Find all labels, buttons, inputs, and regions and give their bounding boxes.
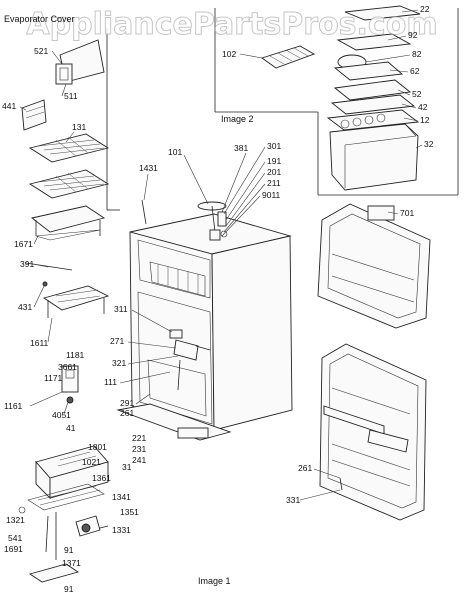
callout-1371: 1371 xyxy=(62,558,81,568)
callout-1691: 1691 xyxy=(4,544,23,554)
callout-1161: 1161 xyxy=(4,401,23,411)
machine-compartment xyxy=(18,445,109,583)
callout-12: 12 xyxy=(420,115,430,125)
callout-111: 111 xyxy=(104,377,117,387)
callout-441: 441 xyxy=(2,101,16,111)
callout-131: 131 xyxy=(72,122,86,132)
callout-261a: 261 xyxy=(120,408,134,418)
callout-4051: 4051 xyxy=(52,410,71,420)
callout-701: 701 xyxy=(400,208,414,218)
callout-92: 92 xyxy=(408,30,418,40)
callout-1671: 1671 xyxy=(14,239,33,249)
refrigerator-cabinet xyxy=(116,199,293,441)
callout-1801: 1801 xyxy=(88,442,107,452)
callout-241: 241 xyxy=(132,455,146,465)
callout-62: 62 xyxy=(410,66,420,76)
freezer-door xyxy=(317,203,431,329)
callout-91a: 91 xyxy=(64,545,74,555)
evaporator-cover xyxy=(55,39,105,85)
callout-91b: 91 xyxy=(64,584,74,594)
callout-381: 381 xyxy=(234,143,248,153)
callout-191: 191 xyxy=(267,156,281,166)
callout-31: 31 xyxy=(122,462,132,472)
callout-261b: 261 xyxy=(298,463,312,473)
callout-101: 101 xyxy=(168,147,182,157)
callout-541: 541 xyxy=(8,533,22,543)
callout-271: 271 xyxy=(110,336,124,346)
callout-201: 201 xyxy=(267,167,281,177)
watermark: AppliancePartsPros.com xyxy=(26,7,437,42)
callout-231: 231 xyxy=(132,444,146,454)
callout-1321: 1321 xyxy=(6,515,25,525)
shelf-1611 xyxy=(42,285,110,318)
center-components xyxy=(169,329,211,391)
callout-42: 42 xyxy=(418,102,428,112)
callout-1611: 1611 xyxy=(30,338,49,348)
ice-tray-102 xyxy=(261,45,316,69)
callout-3661: 3661 xyxy=(58,362,77,372)
caption-evaporator-cover: Evaporator Cover xyxy=(4,14,75,24)
callout-521: 521 xyxy=(34,46,48,56)
callout-511: 511 xyxy=(64,91,78,101)
callout-301: 301 xyxy=(267,141,281,151)
leader-lines xyxy=(19,9,423,501)
callout-1331: 1331 xyxy=(112,525,131,535)
callout-1341: 1341 xyxy=(112,492,131,502)
callout-391: 391 xyxy=(20,259,34,269)
callout-32: 32 xyxy=(424,139,434,149)
callout-331: 331 xyxy=(286,495,300,505)
caption-image1: Image 1 xyxy=(198,576,231,586)
callout-311: 311 xyxy=(114,304,128,314)
callout-82: 82 xyxy=(412,49,422,59)
callout-211: 211 xyxy=(267,178,281,188)
door-bin-stack xyxy=(326,5,421,191)
caption-image2: Image 2 xyxy=(221,114,254,124)
callout-1431: 1431 xyxy=(139,163,158,173)
image2-region-lines xyxy=(106,8,459,211)
callout-labels: 22 92 82 62 52 42 12 32 102 521 511 441 … xyxy=(2,4,434,594)
callout-41: 41 xyxy=(66,423,76,433)
callout-22: 22 xyxy=(420,4,430,14)
callout-1361: 1361 xyxy=(92,473,111,483)
callout-1181: 1181 xyxy=(66,350,85,360)
callout-1351: 1351 xyxy=(120,507,139,517)
callout-221: 221 xyxy=(132,433,146,443)
light-assembly xyxy=(61,365,79,404)
callout-52: 52 xyxy=(412,89,422,99)
callout-431: 431 xyxy=(18,302,32,312)
callout-102: 102 xyxy=(222,49,236,59)
callout-1021: 1021 xyxy=(82,457,101,467)
callout-1171: 1171 xyxy=(44,373,63,383)
rods-391-431 xyxy=(25,262,73,287)
callout-9011: 9011 xyxy=(262,190,281,200)
fresh-food-door xyxy=(319,343,427,521)
callout-291: 291 xyxy=(120,398,134,408)
callout-321: 321 xyxy=(112,358,126,368)
freezer-shelves xyxy=(21,99,110,241)
